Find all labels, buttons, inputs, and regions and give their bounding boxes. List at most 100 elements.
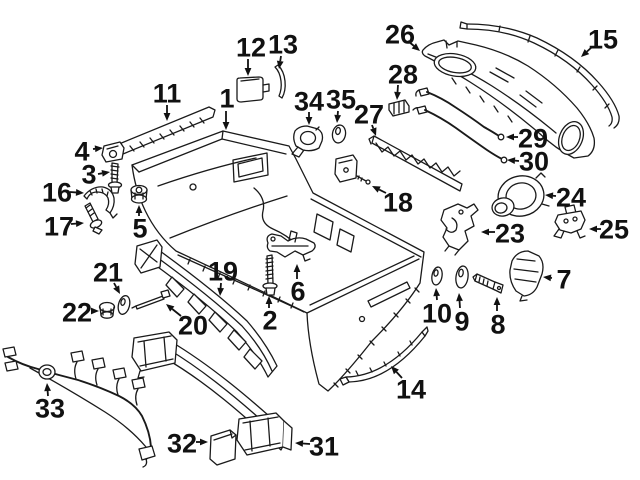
part-number-label: 5 (132, 214, 147, 244)
part-number-label: 33 (35, 394, 65, 424)
part-18-bracket-with-pin (334, 154, 371, 185)
arrowhead-icon (166, 304, 175, 312)
part-number-label: 13 (268, 30, 298, 60)
arrowhead-icon (391, 366, 399, 375)
part-number-label: 28 (388, 60, 418, 90)
callout-26: 26 (385, 20, 420, 51)
part-16-side-guide-rail (83, 186, 118, 219)
arrowhead-icon (506, 133, 514, 141)
part-number-label: 11 (153, 79, 182, 109)
callout-9: 9 (454, 293, 470, 337)
part-31-impact-bar (131, 331, 293, 456)
part-5-push-nut (130, 184, 148, 204)
part-number-label: 22 (62, 298, 92, 328)
callout-17: 17 (44, 212, 84, 242)
callout-2: 2 (262, 296, 278, 336)
part-number-label: 23 (495, 219, 525, 249)
callout-18: 18 (372, 186, 413, 218)
arrowhead-icon (265, 296, 273, 304)
callout-33: 33 (35, 383, 65, 424)
arrowhead-icon (394, 91, 401, 100)
part-30-sensor-wire-lower (416, 105, 508, 164)
callout-31: 31 (295, 432, 339, 462)
arrowhead-icon (372, 186, 381, 193)
arrowhead-icon (334, 114, 342, 123)
arrowhead-icon (581, 49, 590, 57)
part-number-label: 3 (81, 160, 96, 190)
callout-16: 16 (42, 178, 84, 208)
part-number-label: 2 (262, 306, 277, 336)
part-13-end-cap-strip (274, 64, 286, 99)
part-number-label: 8 (490, 310, 505, 340)
callout-8: 8 (490, 297, 506, 340)
callout-35: 35 (326, 85, 356, 123)
part-number-label: 6 (290, 277, 305, 307)
arrowhead-icon (113, 285, 120, 294)
part-34-parking-sensor (291, 125, 324, 158)
callout-25: 25 (589, 215, 629, 245)
callout-30: 30 (507, 147, 549, 177)
part-number-label: 27 (354, 100, 384, 130)
callout-28: 28 (388, 60, 418, 100)
part-29-sensor-wire-upper (415, 87, 505, 141)
callout-1: 1 (219, 84, 235, 130)
callout-21: 21 (93, 258, 123, 294)
part-19-energy-absorber (134, 239, 278, 378)
arrowhead-icon (493, 297, 501, 305)
callout-4: 4 (74, 137, 103, 167)
part-number-label: 34 (294, 87, 324, 117)
arrowhead-icon (305, 117, 313, 125)
callout-11: 11 (153, 79, 182, 121)
arrowhead-icon (163, 113, 171, 121)
part-1-bumper-cover (131, 130, 425, 392)
part-8-locating-pin (472, 273, 504, 294)
part-number-label: 17 (44, 212, 74, 242)
part-number-label: 19 (208, 257, 238, 287)
part-number-label: 29 (518, 124, 548, 154)
part-4-retainer-clip (101, 141, 125, 163)
callout-6: 6 (290, 264, 306, 307)
arrowhead-icon (543, 274, 552, 282)
arrowhead-icon (370, 127, 377, 136)
arrowhead-icon (222, 122, 230, 130)
part-33-wiring-harness (2, 346, 156, 468)
arrowhead-icon (481, 228, 489, 236)
arrowhead-icon (293, 264, 301, 272)
arrowhead-icon (94, 145, 103, 153)
arrowhead-icon (75, 220, 84, 228)
callout-3: 3 (81, 160, 110, 190)
part-3-screw-right (107, 162, 123, 194)
part-6-center-bracket (266, 230, 316, 262)
arrowhead-icon (411, 43, 420, 51)
arrowhead-icon (91, 307, 99, 315)
callout-29: 29 (506, 124, 548, 154)
part-17-screw-left (84, 202, 103, 235)
part-number-label: 25 (599, 215, 629, 245)
part-22-grommet-nut (98, 301, 116, 319)
part-number-label: 35 (326, 85, 356, 115)
arrowhead-icon (433, 288, 441, 297)
part-12-access-cover (236, 76, 270, 103)
callout-23: 23 (481, 219, 525, 249)
arrowhead-icon (589, 225, 597, 233)
part-15-upper-trim-strip (459, 21, 620, 129)
part-27-absorber-strip (368, 135, 463, 192)
callout-27: 27 (354, 100, 384, 136)
part-26-rear-diffuser (421, 39, 596, 159)
part-24-exhaust-bezel (491, 172, 550, 217)
part-number-label: 14 (396, 375, 426, 405)
arrowhead-icon (545, 192, 554, 200)
part-number-label: 12 (236, 33, 266, 63)
part-20-support-rod (131, 289, 171, 310)
part-number-label: 9 (454, 307, 469, 337)
callout-14: 14 (391, 366, 426, 405)
callout-5: 5 (132, 205, 148, 244)
arrowhead-icon (200, 438, 208, 446)
part-number-label: 1 (219, 84, 234, 114)
callout-20: 20 (166, 304, 208, 341)
part-number-label: 20 (178, 311, 208, 341)
arrowhead-icon (101, 169, 110, 177)
callout-15: 15 (581, 25, 618, 57)
callout-22: 22 (62, 298, 99, 328)
